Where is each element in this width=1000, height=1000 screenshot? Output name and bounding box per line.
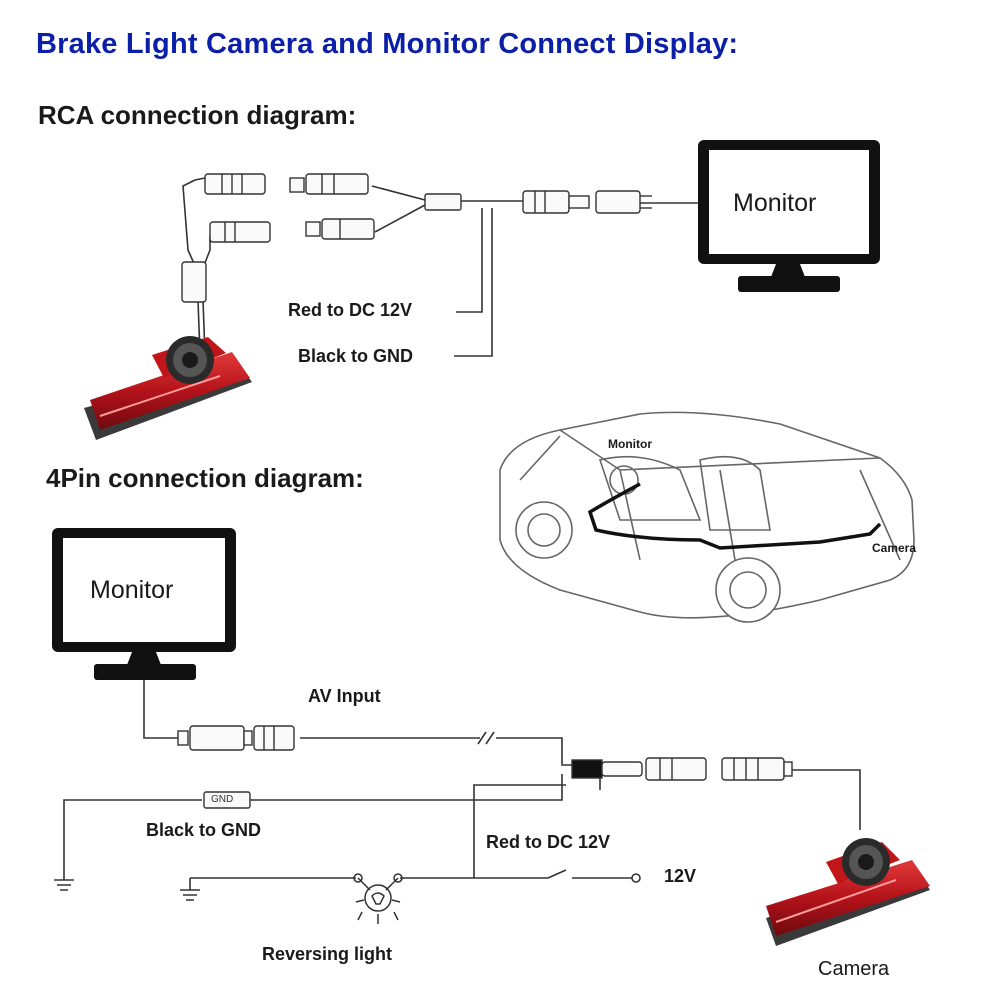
rca-monitor-label: Monitor [733, 189, 817, 217]
rca-camera-illustration [84, 336, 252, 440]
car-camera-cable [587, 482, 882, 550]
reversing-lamp-icon [353, 873, 403, 924]
rca-black-label: Black to GND [298, 346, 414, 366]
rca-monitor [698, 140, 880, 292]
pin4-section-heading: 4Pin connection diagram: [46, 463, 364, 493]
pin4-camera-label: Camera [818, 958, 890, 980]
rca-red-label: Red to DC 12V [288, 300, 413, 320]
av-input-label: AV Input [308, 686, 381, 706]
reversing-light-label: Reversing light [262, 944, 393, 964]
pin4-connectors [177, 725, 793, 809]
pin4-monitor-label: Monitor [90, 576, 174, 604]
car-monitor-label: Monitor [608, 437, 652, 451]
car-illustration [499, 411, 915, 623]
rca-section-heading: RCA connection diagram: [38, 100, 357, 130]
rca-wiring [182, 177, 700, 357]
rca-connectors [181, 173, 652, 303]
pin4-camera-illustration [766, 838, 930, 946]
pin4-monitor [52, 528, 236, 680]
pin4-wiring [54, 680, 861, 901]
pin4-red-label: Red to DC 12V [486, 832, 611, 852]
gnd-tag-label: GND [211, 794, 234, 805]
car-camera-label: Camera [872, 541, 917, 555]
pin4-black-label: Black to GND [146, 820, 262, 840]
twelve-volt-label: 12V [664, 866, 697, 886]
page-title: Brake Light Camera and Monitor Connect D… [36, 28, 739, 60]
